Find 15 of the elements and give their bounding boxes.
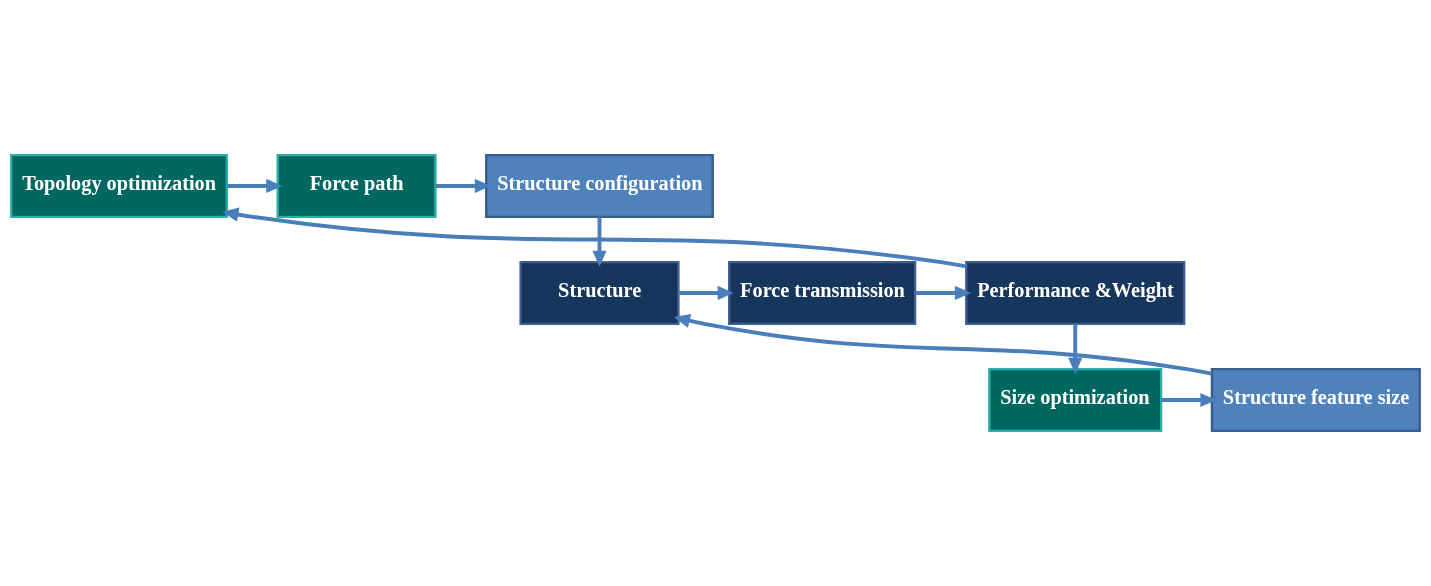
node-box: Structure xyxy=(519,260,680,326)
arrow xyxy=(678,285,734,301)
node-box: Size optimization xyxy=(988,368,1163,433)
node-box: Structure feature size xyxy=(1210,368,1421,433)
node-box: Topology optimization xyxy=(10,153,229,218)
arrow xyxy=(673,313,1212,376)
arrow xyxy=(222,207,967,269)
arrow xyxy=(1068,324,1083,374)
arrow xyxy=(592,217,607,267)
node-box: Performance &Weight xyxy=(965,260,1186,326)
arrow xyxy=(915,285,972,301)
node-box: Structure configuration xyxy=(485,153,714,218)
node-box: Force path xyxy=(276,153,437,218)
arrow xyxy=(226,178,283,194)
node-box: Force transmission xyxy=(728,260,917,326)
